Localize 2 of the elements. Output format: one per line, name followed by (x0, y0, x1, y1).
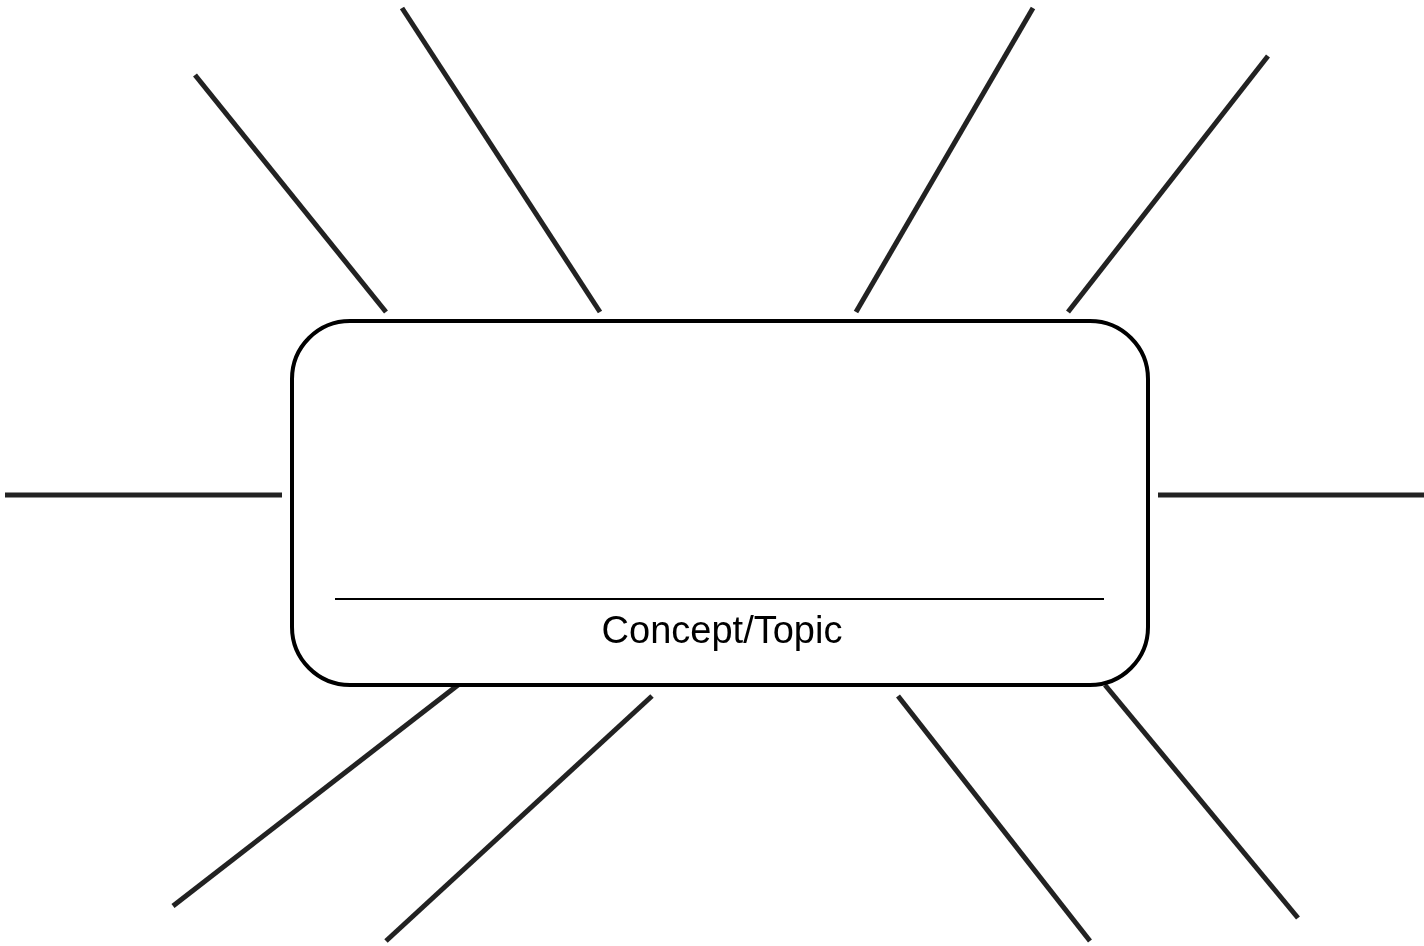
topic-label: Concept/Topic (601, 610, 843, 652)
concept-box (290, 319, 1150, 687)
